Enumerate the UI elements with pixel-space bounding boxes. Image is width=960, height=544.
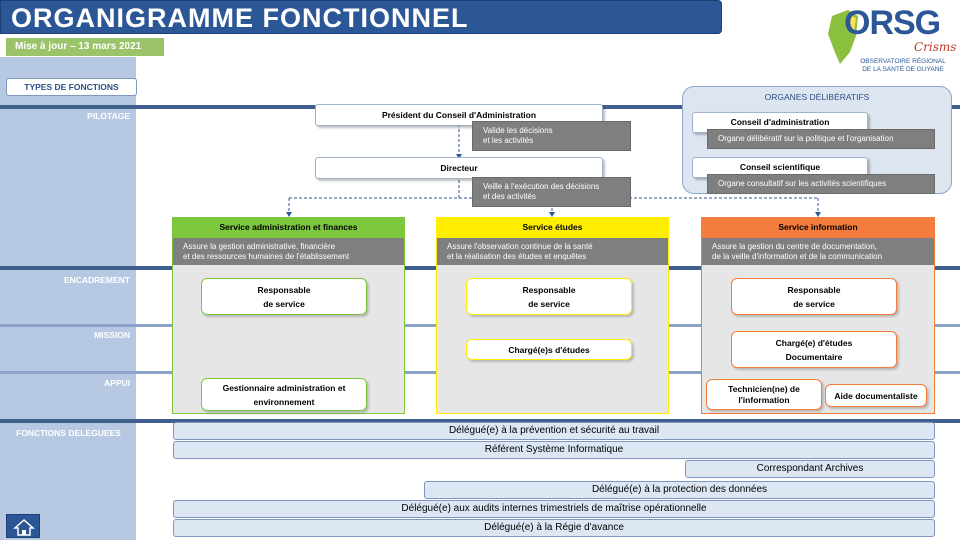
service-info-desc: Assure la gestion du centre de documenta… [702, 238, 934, 265]
responsable-admin-line-2: de service [263, 298, 305, 309]
gestionnaire-admin-card: Gestionnaire administration et environnem… [201, 378, 367, 411]
row-label-mission: MISSION [94, 330, 130, 340]
technicien-line-1: Technicien(ne) de [728, 383, 800, 394]
logo-sg: SG [893, 4, 941, 42]
president-node: Président du Conseil d'Administration [315, 104, 603, 126]
row-label-encadrement: ENCADREMENT [63, 275, 130, 285]
delegue-regie-bar: Délégué(e) à la Régie d'avance [173, 519, 935, 537]
president-desc-line-1: Valide les décisions [483, 126, 553, 135]
service-admin-desc-line-1: Assure la gestion administrative, financ… [183, 242, 336, 251]
correspondant-archives-bar: Correspondant Archives [685, 460, 935, 478]
delegue-prevention-bar: Délégué(e) à la prévention et sécurité a… [173, 422, 935, 440]
charge-doc-line-1: Chargé(e) d'études [775, 337, 853, 348]
logo: ORSG Crisms OBSERVATOIRE RÉGIONAL DE LA … [826, 4, 957, 76]
guyane-map-icon [828, 10, 858, 64]
directeur-desc-line-1: Veille à l'exécution des décisions [483, 182, 600, 191]
responsable-etudes-line-1: Responsable [522, 284, 576, 295]
service-admin-header: Service administration et finances [172, 217, 405, 238]
aide-documentaliste-card: Aide documentaliste [825, 384, 927, 407]
service-admin-desc: Assure la gestion administrative, financ… [173, 238, 404, 265]
referent-informatique-bar: Référent Système Informatique [173, 441, 935, 459]
gestionnaire-line-1: Gestionnaire administration et [222, 382, 346, 393]
service-etudes-desc-line-2: et la réalisation des études et enquêtes [447, 252, 587, 261]
page-title: ORGANIGRAMME FONCTIONNEL [0, 0, 722, 34]
responsable-etudes-card: Responsable de service [466, 278, 632, 315]
responsable-info-line-2: de service [793, 298, 835, 309]
directeur-desc: Veille à l'exécution des décisions et de… [472, 177, 631, 207]
directeur-desc-line-2: et des activités [483, 192, 536, 201]
conseil-scientifique-desc: Organe consultatif sur les activités sci… [707, 174, 935, 194]
directeur-node: Directeur [315, 157, 603, 179]
service-info-desc-line-1: Assure la gestion du centre de documenta… [712, 242, 877, 251]
home-button[interactable] [6, 514, 40, 538]
logo-line-1: OBSERVATOIRE RÉGIONAL [860, 58, 946, 65]
responsable-info-line-1: Responsable [787, 284, 841, 295]
logo-or: OR [844, 4, 894, 42]
home-icon [13, 518, 35, 536]
update-date: Mise à jour – 13 mars 2021 [6, 38, 164, 56]
responsable-info-card: Responsable de service [731, 278, 897, 315]
president-desc: Valide les décisions et les activités [472, 121, 631, 151]
service-etudes-desc: Assure l'observation continue de la sant… [437, 238, 668, 265]
row-label-appui: APPUI [104, 378, 130, 388]
types-fonctions-label: TYPES DE FONCTIONS [6, 78, 137, 96]
conseil-administration-desc: Organe délibératif sur la politique et l… [707, 129, 935, 149]
delegue-protection-donnees-bar: Délégué(e) à la protection des données [424, 481, 935, 499]
organes-title: ORGANES DÉLIBÉRATIFS [764, 92, 870, 102]
service-admin-desc-line-2: et des ressources humaines de l'établiss… [183, 252, 350, 261]
service-etudes-desc-line-1: Assure l'observation continue de la sant… [447, 242, 593, 251]
row-label-delegues: FONCTIONS DELEGUEES [16, 428, 121, 438]
charges-etudes-card: Chargé(e)s d'études [466, 339, 632, 360]
left-column [0, 57, 136, 540]
logo-script: Crisms [914, 40, 957, 54]
charge-doc-line-2: Documentaire [785, 351, 843, 362]
service-info-header: Service information [701, 217, 935, 238]
technicien-line-2: l'information [738, 394, 790, 405]
delegues-rule [0, 419, 960, 423]
responsable-admin-card: Responsable de service [201, 278, 367, 315]
logo-line-2: DE LA SANTÉ DE GUYANE [862, 66, 944, 73]
row-label-pilotage: PILOTAGE [87, 111, 130, 121]
delegue-audits-bar: Délégué(e) aux audits internes trimestri… [173, 500, 935, 518]
service-etudes-header: Service études [436, 217, 669, 238]
gestionnaire-line-2: environnement [253, 396, 315, 407]
responsable-etudes-line-2: de service [528, 298, 570, 309]
service-info-desc-line-2: de la veille d'information et de la comm… [712, 252, 883, 261]
responsable-admin-line-1: Responsable [257, 284, 311, 295]
president-desc-line-2: et les activités [483, 136, 534, 145]
